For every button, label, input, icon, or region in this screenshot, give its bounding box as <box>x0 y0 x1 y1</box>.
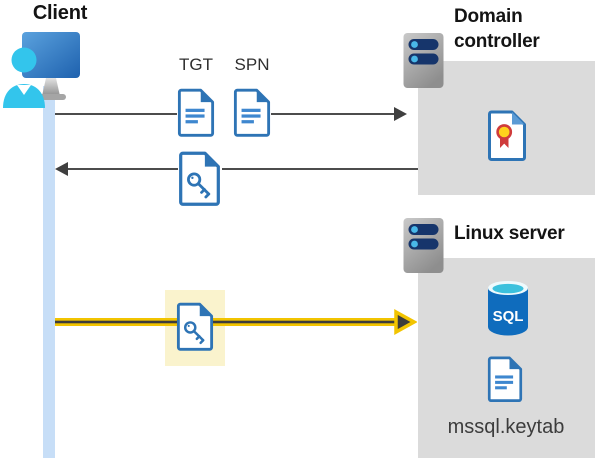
keytab-document-icon <box>487 356 523 403</box>
request-arrow-line-right <box>271 113 395 115</box>
spn-label: SPN <box>234 55 270 74</box>
tgt-label: TGT <box>179 55 213 74</box>
linux-server-label: Linux server <box>454 223 565 244</box>
response-arrow-line-left <box>68 168 178 170</box>
domain-controller-server-icon <box>402 32 445 89</box>
linux-server-icon <box>402 217 445 274</box>
service-ticket-arrow <box>55 309 417 335</box>
spn-document-icon <box>233 88 271 138</box>
client-monitor-user-icon <box>3 32 80 108</box>
client-lifeline <box>43 86 55 458</box>
domain-controller-label: Domain controller <box>454 6 540 52</box>
tgt-document-icon <box>177 88 215 138</box>
request-arrow-line-left <box>55 113 177 115</box>
response-arrowhead-icon <box>55 162 68 176</box>
service-ticket-key-document-icon <box>176 302 214 352</box>
response-arrow-line-right <box>222 168 418 170</box>
sql-database-icon: SQL <box>488 281 528 336</box>
certificate-document-icon <box>487 110 527 162</box>
sql-text: SQL <box>493 308 524 325</box>
request-arrowhead-icon <box>394 107 407 121</box>
ticket-key-document-icon <box>178 151 221 207</box>
keytab-filename-label: mssql.keytab <box>447 416 565 438</box>
client-label: Client <box>32 2 88 24</box>
